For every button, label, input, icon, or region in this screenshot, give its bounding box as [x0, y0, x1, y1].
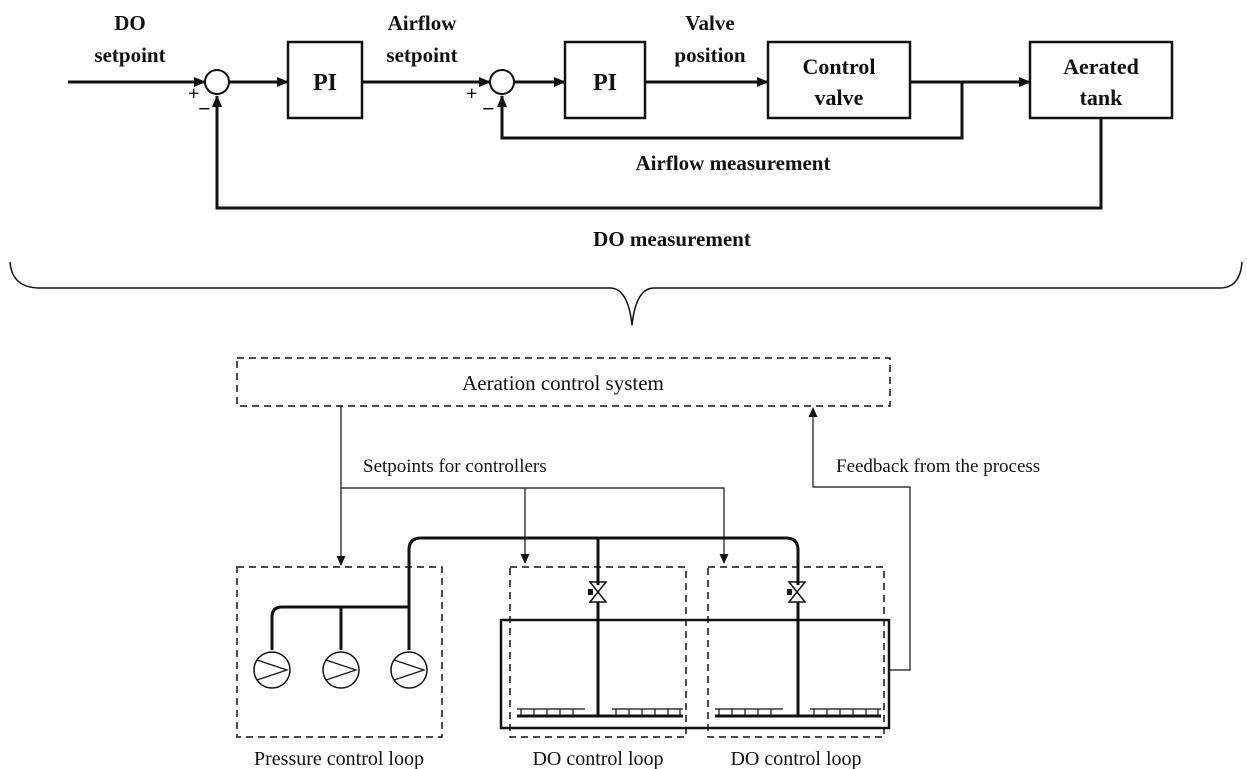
curly-brace — [9, 261, 1243, 326]
airflow-feedback-line — [497, 82, 964, 140]
summing-junction-outer — [204, 69, 230, 95]
valve-2-icon — [787, 581, 807, 603]
summing-junction-inner — [489, 69, 515, 95]
blower-1 — [253, 651, 291, 689]
do-control-loop-2-label: DO control loop — [730, 748, 861, 769]
pressure-control-loop-box — [236, 566, 443, 738]
pressure-control-loop-label: Pressure control loop — [254, 748, 424, 769]
airflow-setpoint-label-2: setpoint — [386, 43, 457, 67]
aeration-control-system-label: Aeration control system — [462, 371, 664, 395]
pi-inner-label: PI — [593, 70, 617, 96]
pi-outer-block — [286, 40, 364, 120]
pi-inner-block — [563, 40, 647, 120]
aeration-tank — [499, 618, 891, 730]
do-setpoint-label-1: DO — [114, 11, 146, 35]
do-feedback-line — [212, 95, 1103, 210]
diffuser-grid-2 — [715, 708, 881, 718]
setpoint-distribution-line — [341, 487, 729, 564]
control-valve-label-2: valve — [815, 85, 864, 110]
minus-sign-inner: − — [482, 96, 495, 121]
feedback-from-process-label: Feedback from the process — [836, 456, 1040, 477]
valve-position-label-1: Valve — [685, 11, 734, 35]
valve-1-icon — [588, 581, 608, 603]
blower-2 — [322, 651, 360, 689]
do-control-loop-1-label: DO control loop — [532, 748, 663, 769]
airflow-measurement-label: Airflow measurement — [636, 151, 831, 175]
minus-sign-outer: − — [198, 96, 211, 121]
do-control-loop-2-box — [707, 566, 885, 738]
plus-sign-inner: + — [466, 83, 477, 105]
airflow-setpoint-label-1: Airflow — [388, 11, 458, 35]
blower-3 — [390, 651, 428, 689]
aeration-schematic: Aeration control system Setpoints for co… — [236, 357, 1040, 769]
pi-outer-label: PI — [313, 70, 337, 96]
air-main-pipe — [407, 536, 800, 650]
plus-sign-outer: + — [188, 83, 199, 105]
feedback-line — [808, 407, 911, 671]
cascade-block-diagram: DO setpoint + − PI Airflow setpoint + − … — [68, 11, 1174, 251]
valve-position-label-2: position — [674, 43, 746, 67]
aerated-tank-label-2: tank — [1080, 85, 1124, 110]
diffuser-grid-1 — [517, 708, 683, 718]
setpoints-for-controllers-label: Setpoints for controllers — [363, 456, 547, 477]
do-setpoint-label-2: setpoint — [94, 43, 165, 67]
do-measurement-label: DO measurement — [593, 227, 751, 251]
aerated-tank-label-1: Aerated — [1063, 54, 1139, 79]
control-valve-block — [766, 40, 912, 120]
blower-header — [270, 605, 409, 650]
control-valve-label-1: Control — [803, 54, 876, 79]
aeration-control-system-box — [236, 357, 891, 407]
do-control-loop-1-box — [509, 566, 687, 738]
